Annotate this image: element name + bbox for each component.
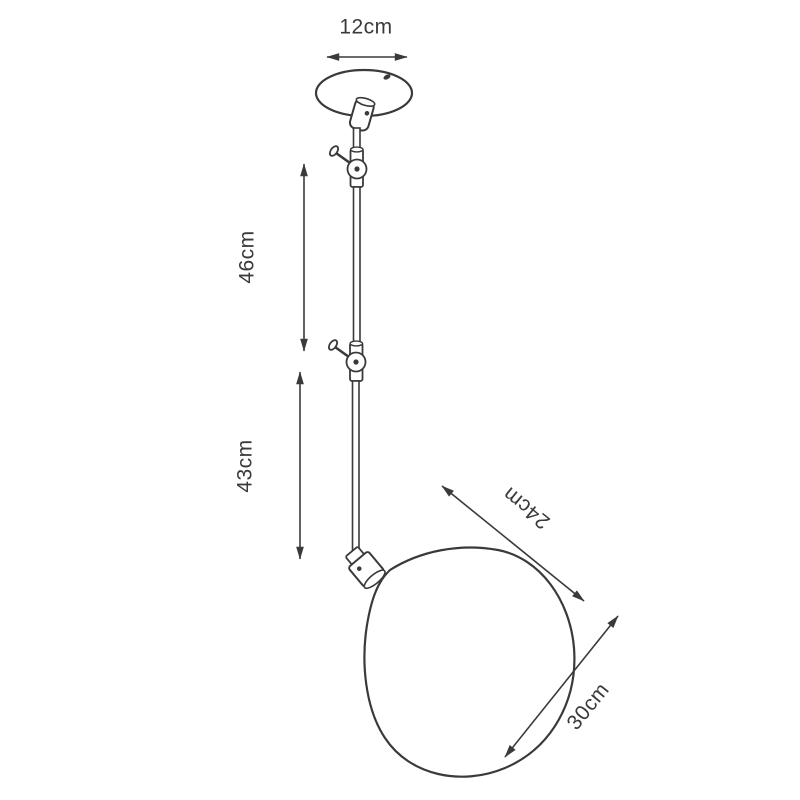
dim-label-shade-width: 24cm	[498, 482, 554, 533]
lamp-shade	[363, 546, 576, 778]
lamp-socket	[345, 546, 386, 590]
dim-arrow-shade-depth	[504, 615, 619, 758]
socket-cap	[363, 569, 386, 590]
lower-swivel-joint	[327, 339, 367, 382]
joint-sleeve-cap	[349, 340, 364, 347]
joint-screw	[335, 151, 351, 165]
joint-knob-pin	[353, 359, 359, 365]
stem-screw-icon	[364, 110, 370, 116]
dim-label-canopy-width: 12cm	[339, 16, 392, 39]
joint-wing-nut-icon	[327, 339, 339, 351]
dimension-lower-rod: 43cm	[234, 371, 304, 560]
joint-wing-nut-icon	[328, 145, 340, 157]
joint-knob-pin	[354, 166, 360, 172]
joint-screw	[334, 345, 350, 359]
rod-lower-section	[351, 380, 360, 558]
dim-label-upper-rod: 46cm	[236, 230, 259, 283]
dim-label-lower-rod: 43cm	[234, 439, 257, 492]
dimension-canopy-width: 12cm	[326, 16, 408, 61]
joint-sleeve-cap	[349, 146, 364, 153]
rod-upper-section	[352, 186, 361, 346]
socket-screw-icon	[356, 566, 362, 571]
ceiling-canopy	[314, 68, 414, 118]
canopy-stem	[348, 96, 376, 132]
canopy-screw-icon	[383, 74, 391, 80]
upper-swivel-joint	[328, 145, 368, 188]
stem-cap	[355, 96, 376, 107]
dimension-upper-rod: 46cm	[236, 163, 308, 352]
dim-arrow-shade-width	[441, 485, 585, 602]
